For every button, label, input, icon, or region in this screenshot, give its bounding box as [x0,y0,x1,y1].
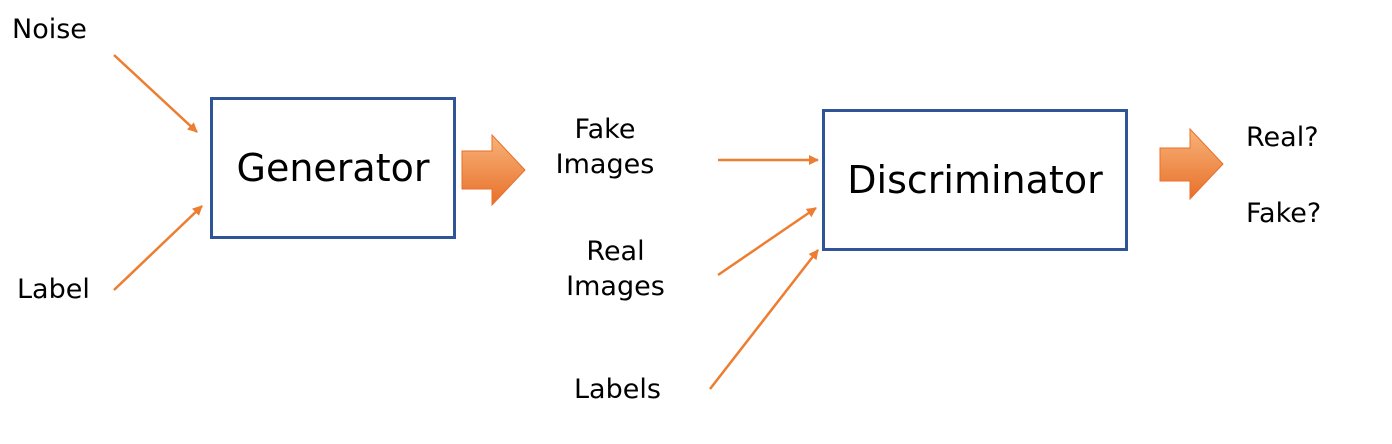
real-output-label: Real? [1246,122,1319,153]
labels-label: Labels [574,374,661,405]
noise-label: Noise [12,14,87,45]
label-input-label: Label [17,274,90,305]
label-to-generator-arrow [113,205,203,291]
generator-output-block-arrow [461,133,526,207]
real-images-to-discriminator-arrow [717,206,817,277]
fake-images-line1: Fake [574,114,636,145]
discriminator-label: Discriminator [847,158,1103,202]
real-images-label: Real Images [558,234,673,304]
generator-box: Generator [210,97,456,239]
labels-to-discriminator-arrow [709,249,819,390]
fake-images-line2: Images [555,149,655,180]
generator-label: Generator [236,146,430,190]
discriminator-box: Discriminator [822,109,1128,251]
noise-to-generator-arrow [113,54,198,133]
fake-output-label: Fake? [1246,198,1322,229]
real-images-line1: Real [586,236,645,267]
real-images-line2: Images [566,271,665,302]
fake-images-label: Fake Images [550,112,660,182]
discriminator-output-block-arrow [1159,127,1224,201]
